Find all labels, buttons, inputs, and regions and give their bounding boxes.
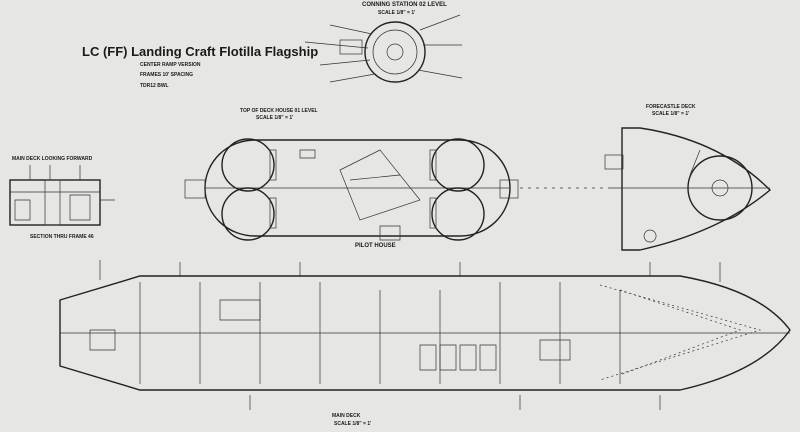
- conning-station-plan: [304, 14, 463, 83]
- forecastle-scale: SCALE 1/8" = 1': [652, 111, 690, 117]
- subtitle-line: TDR12 BWL: [140, 83, 169, 89]
- main-deck-plan: [59, 260, 791, 410]
- deckhouse-plan: [184, 138, 610, 241]
- section-label: MAIN DECK LOOKING FORWARD: [12, 156, 93, 162]
- conning-station-scale: SCALE 1/8" = 1': [378, 10, 416, 16]
- forecastle-label: FORECASTLE DECK: [646, 104, 696, 110]
- forecastle-plan: [604, 127, 772, 251]
- section-caption: SECTION THRU FRAME 46: [30, 234, 94, 240]
- deckhouse-scale: SCALE 1/8" = 1': [256, 115, 294, 121]
- section-view: [9, 165, 115, 226]
- pilot-house-label: PILOT HOUSE: [355, 243, 396, 249]
- subtitle-line: CENTER RAMP VERSION: [140, 62, 201, 68]
- main-deck-label: MAIN DECK: [332, 413, 361, 419]
- conning-station-label: CONNING STATION 02 LEVEL: [362, 2, 447, 8]
- subtitle-line: FRAMES 10' SPACING: [140, 72, 194, 78]
- main-deck-scale: SCALE 1/8" = 1': [334, 421, 372, 427]
- deckhouse-label: TOP OF DECK HOUSE 01 LEVEL: [240, 108, 318, 114]
- drawing-title: LC (FF) Landing Craft Flotilla Flagship: [82, 44, 319, 59]
